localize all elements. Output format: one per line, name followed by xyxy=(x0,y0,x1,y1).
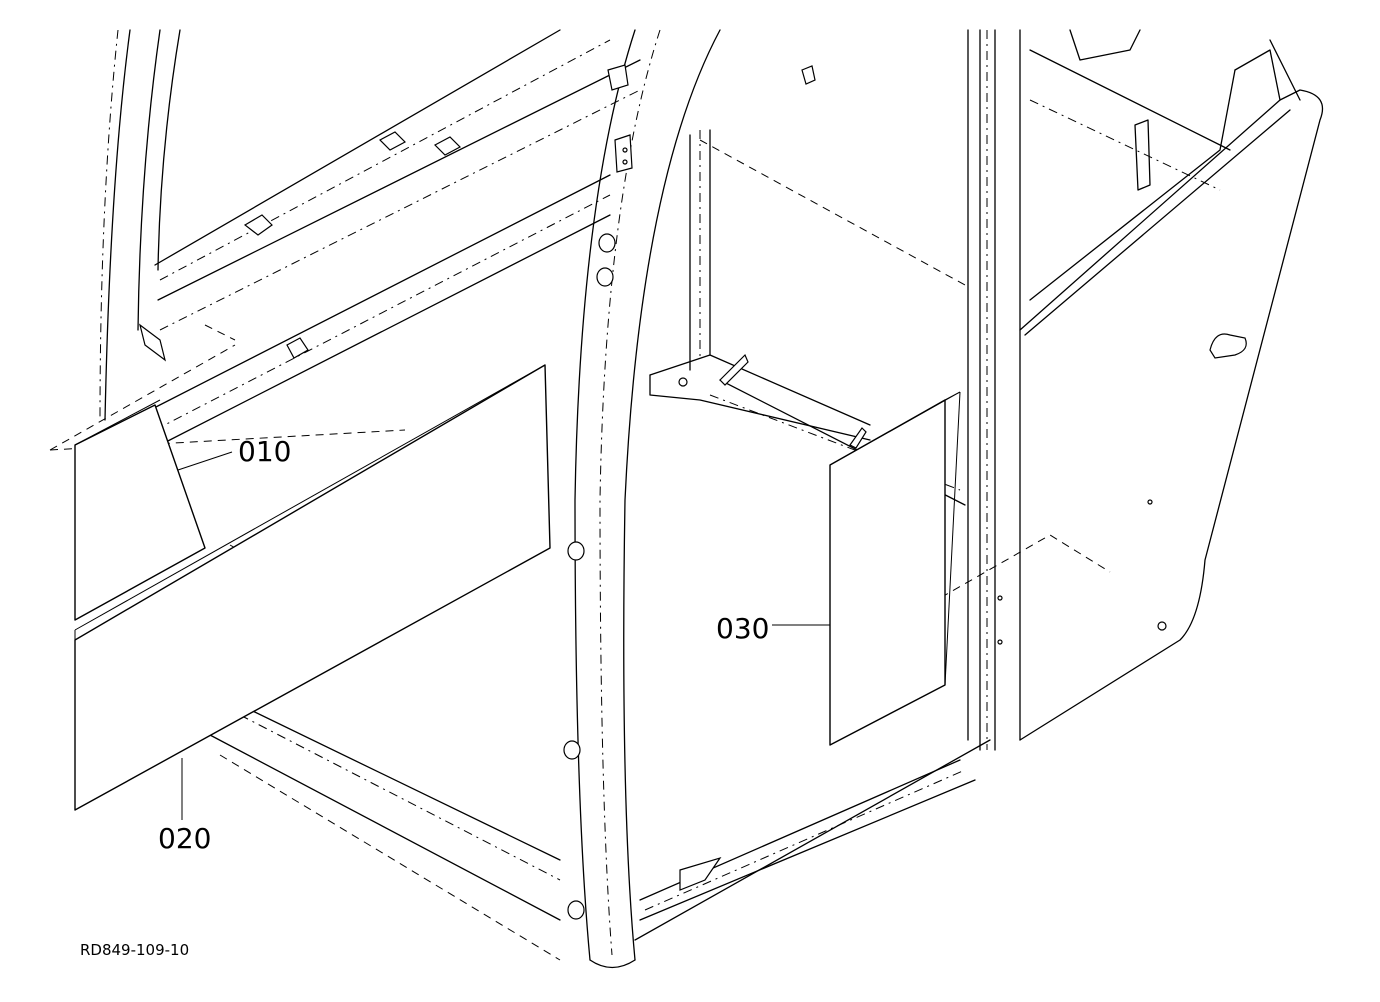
callout-030: 030 xyxy=(716,612,769,645)
leader-lines xyxy=(177,451,830,820)
callout-020: 020 xyxy=(158,822,211,855)
rubber-mounts xyxy=(563,233,722,920)
drawing-code: RD849-109-10 xyxy=(80,941,189,959)
part-020-panel xyxy=(74,364,551,811)
part-010-panel xyxy=(74,399,206,621)
part-030-panel xyxy=(829,391,961,746)
brackets xyxy=(139,64,867,449)
cab-frame xyxy=(99,29,1324,969)
callout-010: 010 xyxy=(238,435,291,468)
